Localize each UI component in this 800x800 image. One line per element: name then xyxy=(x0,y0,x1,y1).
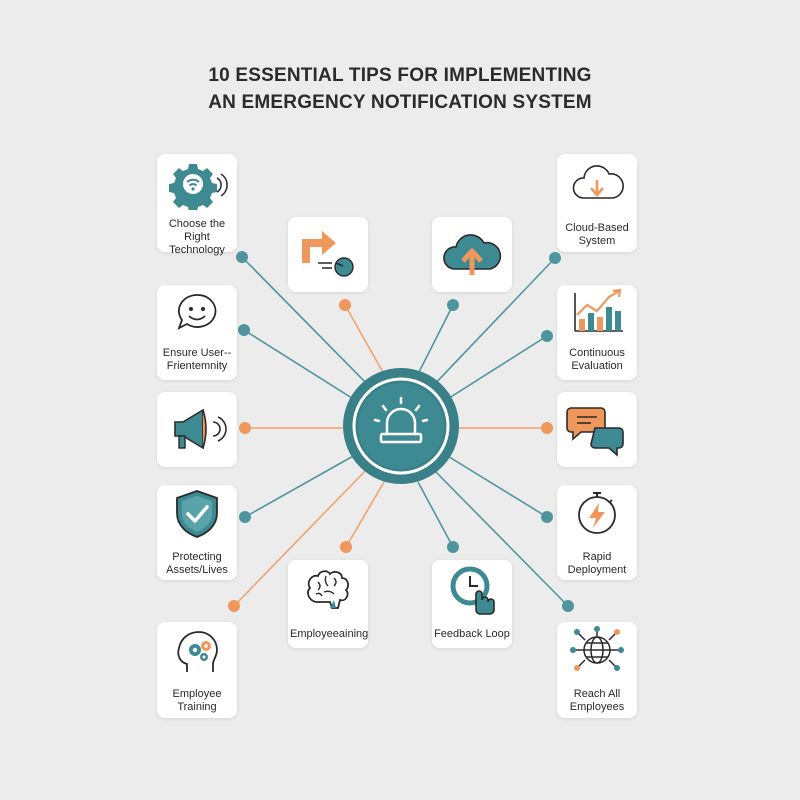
tip-card-choose-technology[interactable]: Choose the Right Technology xyxy=(157,154,237,256)
connector-dot xyxy=(239,511,251,523)
connector-dot xyxy=(541,330,553,342)
connector-dot xyxy=(447,541,459,553)
forward-arrow-icon xyxy=(302,231,354,277)
clock-hand-icon xyxy=(450,566,495,615)
connector-dot xyxy=(238,324,250,336)
connector-redirect xyxy=(344,304,385,375)
globe-network-icon xyxy=(570,626,624,671)
tip-card-megaphone[interactable] xyxy=(157,392,237,467)
connector-cloud-based xyxy=(429,257,556,390)
connector-user-friendly xyxy=(243,329,356,401)
siren-icon xyxy=(352,377,450,475)
tip-label: Choose the Right Technology xyxy=(168,218,226,256)
head-gears-icon xyxy=(177,631,218,672)
connector-feedback-loop xyxy=(417,481,454,548)
chat-smile-icon xyxy=(177,294,217,330)
tip-card-redirect[interactable] xyxy=(288,217,368,292)
connector-rapid-deployment xyxy=(445,454,548,518)
brain-icon xyxy=(307,570,349,609)
tip-label: Cloud-Based System xyxy=(565,222,629,247)
connector-dot xyxy=(236,251,248,263)
connector-dot xyxy=(447,299,459,311)
tip-card-cloud-upload[interactable] xyxy=(432,217,512,292)
shield-check-icon xyxy=(176,490,218,538)
connector-dot xyxy=(562,600,574,612)
connector-continuous-evaluation xyxy=(445,335,548,401)
tip-card-rapid-deployment[interactable]: Rapid Deployment xyxy=(557,485,637,580)
connector-protecting-assets xyxy=(244,454,356,518)
diagram-title: 10 ESSENTIAL TIPS FOR IMPLEMENTING AN EM… xyxy=(0,62,800,116)
cloud-download-icon xyxy=(572,165,624,199)
megaphone-icon xyxy=(174,408,227,450)
tip-card-chat[interactable] xyxy=(557,392,637,467)
tip-label: Employee Training xyxy=(172,688,222,713)
tip-card-employee-training[interactable]: Employee Training xyxy=(157,622,237,718)
bar-chart-trend-icon xyxy=(574,288,623,332)
connector-dot xyxy=(239,422,251,434)
tip-label: Employeeaining xyxy=(290,628,369,640)
chat-bubbles-icon xyxy=(566,407,624,457)
tip-label: Continuous Evaluation xyxy=(569,347,625,372)
connector-dot xyxy=(541,422,553,434)
tip-label: Feedback Loop xyxy=(434,628,510,640)
connector-employee-training xyxy=(233,467,369,607)
central-hub xyxy=(343,368,459,484)
tip-card-continuous-evaluation[interactable]: Continuous Evaluation xyxy=(557,285,637,380)
stopwatch-bolt-icon xyxy=(578,492,616,534)
tip-label: Ensure User--Frientemnity xyxy=(162,347,232,372)
connector-dot xyxy=(339,299,351,311)
tip-card-cloud-based[interactable]: Cloud-Based System xyxy=(557,154,637,252)
tip-label: Rapid Deployment xyxy=(567,551,627,576)
connector-dot xyxy=(541,511,553,523)
gear-wifi-icon xyxy=(169,164,228,210)
connector-choose-technology xyxy=(241,256,373,390)
cloud-upload-icon xyxy=(443,234,502,275)
connector-dot xyxy=(228,600,240,612)
connector-dot xyxy=(549,252,561,264)
connector-reach-all xyxy=(431,467,569,607)
connector-employee-eaining xyxy=(345,481,385,548)
tip-card-reach-all[interactable]: Reach All Employees xyxy=(557,622,637,718)
tip-label: Protecting Assets/Lives xyxy=(166,551,228,576)
tip-card-user-friendly[interactable]: Ensure User--Frientemnity xyxy=(157,285,237,380)
tip-card-protecting-assets[interactable]: Protecting Assets/Lives xyxy=(157,485,237,580)
tip-card-feedback-loop[interactable]: Feedback Loop xyxy=(432,560,512,648)
connector-dot xyxy=(340,541,352,553)
connector-cloud-upload xyxy=(417,304,454,375)
title-line-2: AN EMERGENCY NOTIFICATION SYSTEM xyxy=(208,92,592,113)
tip-card-employee-eaining[interactable]: Employeeaining xyxy=(288,560,368,648)
title-line-1: 10 ESSENTIAL TIPS FOR IMPLEMENTING xyxy=(208,65,592,86)
tip-label: Reach All Employees xyxy=(569,688,625,713)
